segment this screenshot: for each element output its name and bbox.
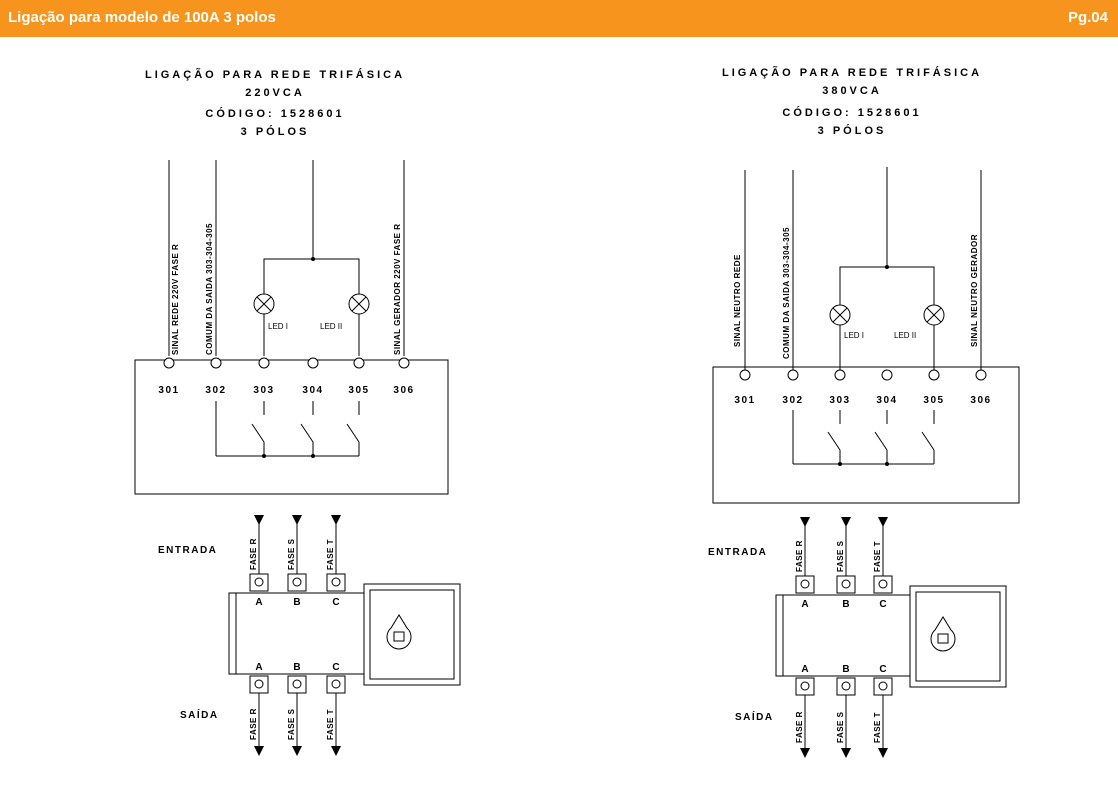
led-ii-lamp-icon: [923, 304, 945, 326]
output-phase-s: FASE S: [836, 711, 845, 743]
input-arrows: [800, 517, 888, 576]
led-loop-wire: [263, 258, 360, 356]
input-label: ENTRADA: [708, 547, 767, 558]
input-phase-s: FASE S: [287, 538, 296, 570]
breaker-body: [775, 594, 911, 677]
output-arrows: [800, 695, 888, 758]
terminal-block: [712, 366, 1020, 504]
relay-contacts: [792, 410, 935, 466]
output-phase-s: FASE S: [287, 708, 296, 740]
wire-label-306: SINAL NEUTRO GERADOR: [970, 234, 979, 347]
output-label: SAÍDA: [180, 708, 219, 721]
terminal-connectors: [163, 357, 410, 369]
caption-line-2: 380VCA: [822, 85, 882, 97]
pole-a-top: A: [801, 599, 808, 610]
input-phase-t: FASE T: [326, 539, 335, 570]
output-label: SAÍDA: [735, 710, 774, 723]
pole-c-top: C: [332, 597, 339, 608]
terminal-block: [134, 359, 449, 495]
output-arrows: [254, 693, 341, 756]
wiring-diagrams: LIGAÇÃO PARA REDE TRIFÁSICA 220VCA CÓDIG…: [134, 66, 1020, 758]
led-ii-label: LED II: [894, 331, 916, 340]
terminal-305: 305: [923, 395, 944, 406]
caption-line-4: 3 PÓLOS: [241, 125, 310, 138]
breaker-body: [228, 592, 365, 675]
wire-label-302: COMUM DA SAIDA 303-304-305: [205, 223, 214, 355]
output-phase-t: FASE T: [326, 709, 335, 740]
pole-b-bottom: B: [842, 664, 849, 675]
motor-operator-icon: [363, 583, 461, 686]
wire-label-306: SINAL GERADOR 220V FASE R: [393, 224, 402, 356]
caption-line-3: CÓDIGO: 1528601: [782, 106, 921, 119]
terminal-305: 305: [348, 385, 369, 396]
pole-b-top: B: [842, 599, 849, 610]
pole-a-bottom: A: [801, 664, 808, 675]
diagram-380vca: LIGAÇÃO PARA REDE TRIFÁSICA 380VCA CÓDIG…: [708, 66, 1020, 758]
input-terminals: [249, 573, 346, 592]
led-i-lamp-icon: [829, 304, 851, 326]
pole-a-bottom: A: [255, 662, 262, 673]
output-phase-r: FASE R: [249, 708, 258, 740]
diagram-220vca: LIGAÇÃO PARA REDE TRIFÁSICA 220VCA CÓDIG…: [134, 68, 461, 756]
caption-line-1: LIGAÇÃO PARA REDE TRIFÁSICA: [145, 68, 405, 81]
output-terminals: [249, 675, 346, 694]
wire-label-301: SINAL REDE 220V FASE R: [171, 244, 180, 355]
terminal-304: 304: [876, 395, 897, 406]
terminal-304: 304: [302, 385, 323, 396]
input-phase-s: FASE S: [836, 540, 845, 572]
input-phase-t: FASE T: [873, 541, 882, 572]
led-i-lamp-icon: [253, 293, 275, 315]
pole-a-top: A: [255, 597, 262, 608]
pole-b-bottom: B: [293, 662, 300, 673]
pole-c-bottom: C: [332, 662, 339, 673]
terminal-302: 302: [205, 385, 226, 396]
wire-label-302: COMUM DA SAIDA 303-304-305: [782, 227, 791, 359]
output-terminals: [795, 677, 893, 696]
output-phase-t: FASE T: [873, 712, 882, 743]
page-title: Ligação para modelo de 100A 3 polos: [8, 9, 276, 26]
led-i-label: LED I: [268, 322, 288, 331]
caption-line-2: 220VCA: [245, 87, 305, 99]
page-header: Ligação para modelo de 100A 3 polos Pg.0…: [0, 0, 1118, 37]
motor-operator-icon: [909, 585, 1007, 688]
pole-c-bottom: C: [879, 664, 886, 675]
input-phase-r: FASE R: [795, 540, 804, 572]
terminal-302: 302: [782, 395, 803, 406]
page-number: Pg.04: [1067, 9, 1108, 26]
caption-line-3: CÓDIGO: 1528601: [205, 107, 344, 120]
led-loop-wire: [839, 266, 935, 372]
output-phase-r: FASE R: [795, 711, 804, 743]
terminal-301: 301: [158, 385, 179, 396]
pole-b-top: B: [293, 597, 300, 608]
terminal-306: 306: [393, 385, 414, 396]
input-arrows: [254, 515, 341, 575]
led-ii-lamp-icon: [348, 293, 370, 315]
terminal-301: 301: [734, 395, 755, 406]
input-label: ENTRADA: [158, 545, 217, 556]
relay-contacts: [215, 401, 360, 458]
led-i-label: LED I: [844, 331, 864, 340]
pole-c-top: C: [879, 599, 886, 610]
caption-line-4: 3 PÓLOS: [818, 124, 887, 137]
terminal-303: 303: [829, 395, 850, 406]
caption-line-1: LIGAÇÃO PARA REDE TRIFÁSICA: [722, 66, 982, 79]
led-ii-label: LED II: [320, 322, 342, 331]
input-phase-r: FASE R: [249, 538, 258, 570]
terminal-306: 306: [970, 395, 991, 406]
input-terminals: [795, 575, 893, 594]
terminal-303: 303: [253, 385, 274, 396]
terminal-connectors: [739, 369, 987, 381]
wire-label-301: SINAL NEUTRO REDE: [733, 254, 742, 347]
